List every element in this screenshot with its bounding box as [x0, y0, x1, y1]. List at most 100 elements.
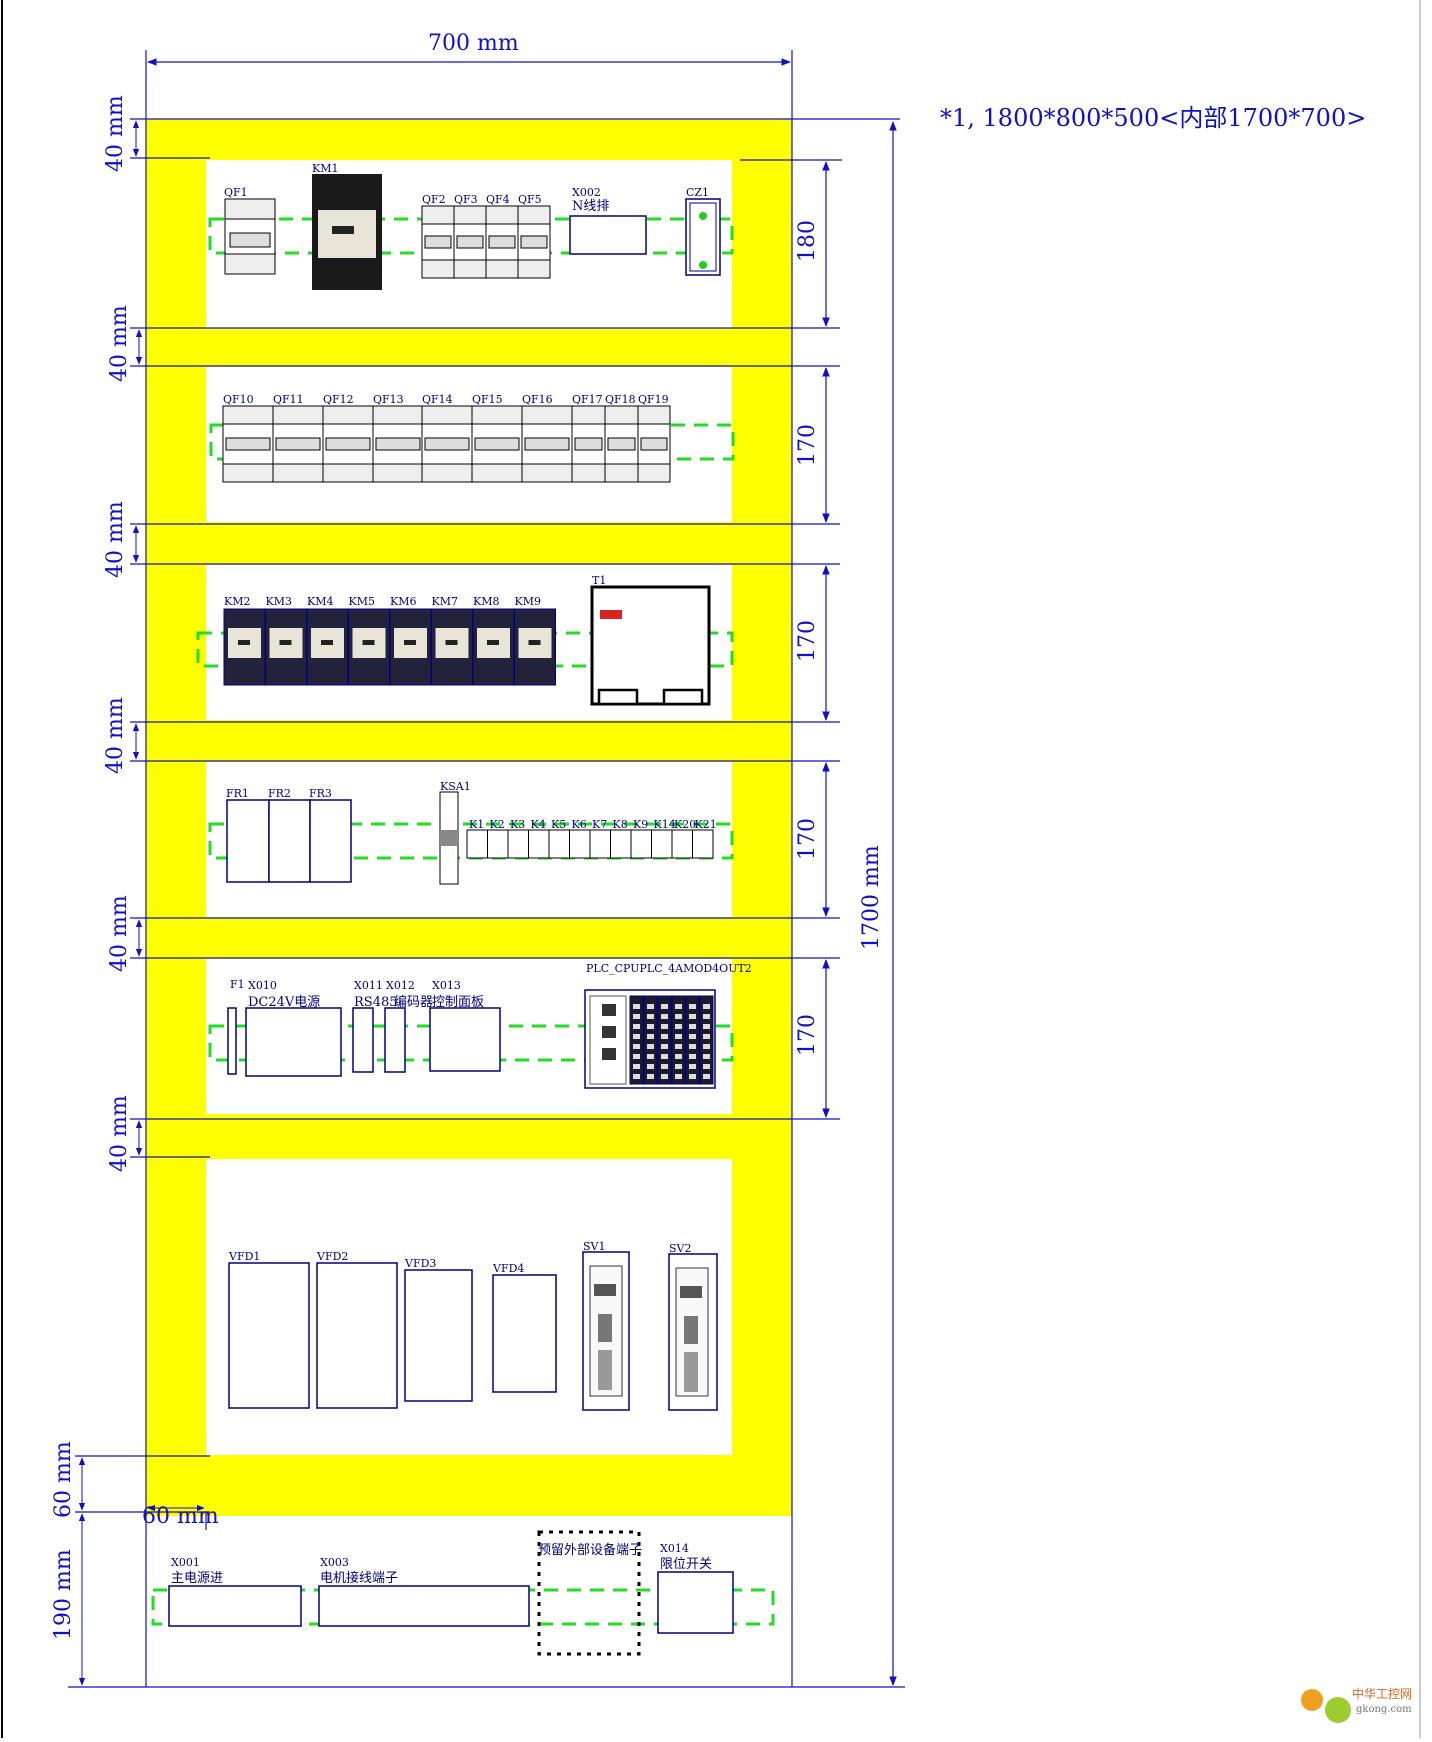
x011-desc: RS485 — [354, 995, 398, 1010]
qf15-label: QF15 — [472, 393, 503, 406]
km3-label: KM3 — [266, 595, 292, 608]
bottom-190-label: 190 mm — [51, 1549, 76, 1640]
ksa1-module — [439, 791, 459, 885]
plc-io-module — [685, 995, 700, 1085]
relay-k4 — [528, 829, 550, 859]
qf1-breaker — [224, 198, 276, 275]
km6-label: KM6 — [390, 595, 416, 608]
top-width-label: 700 mm — [428, 31, 519, 56]
breaker-qf2 — [421, 205, 455, 279]
breaker-qf19 — [637, 405, 671, 483]
breaker-qf11 — [272, 405, 324, 483]
gkong-watermark: 中华工控网 gkong.com — [1301, 1686, 1412, 1723]
qf12-label: QF12 — [323, 393, 354, 406]
k8-label: K8 — [613, 818, 628, 831]
relay-k14 — [651, 829, 673, 859]
relay-k21 — [692, 829, 714, 859]
plc-io-module — [643, 995, 658, 1085]
sv2-servo-drive — [668, 1253, 718, 1411]
breaker-qf18 — [604, 405, 639, 483]
gap-label-3: 40 mm — [103, 501, 128, 578]
row-separators — [68, 50, 905, 1688]
x003-label: X003 — [320, 1556, 349, 1569]
x010-desc: DC24V电源 — [248, 995, 320, 1010]
left-gap-dimensions — [132, 120, 143, 1156]
relay-k6 — [569, 829, 591, 859]
km4-label: KM4 — [307, 595, 333, 608]
qf19-label: QF19 — [638, 393, 669, 406]
row5-height-label: 170 — [795, 1014, 820, 1056]
plc-io-module — [699, 995, 714, 1085]
plc-io-module — [657, 995, 672, 1085]
qf16-label: QF16 — [522, 393, 553, 406]
contactor-km6 — [389, 608, 432, 686]
right-row-dimensions — [740, 159, 842, 1118]
km8-label: KM8 — [473, 595, 499, 608]
relay-k2 — [487, 829, 509, 859]
breaker-qf16 — [521, 405, 573, 483]
vfd4-label: VFD4 — [492, 1262, 524, 1275]
t1-transformer — [590, 585, 711, 706]
qf2-qf5-breakers — [421, 205, 551, 279]
x002-desc: N线排 — [572, 199, 609, 214]
watermark-url: gkong.com — [1356, 1704, 1412, 1715]
breaker-qf13 — [372, 405, 424, 483]
x012-encoder — [384, 1007, 406, 1073]
contactor-km9 — [514, 608, 556, 686]
qf10-label: QF10 — [223, 393, 254, 406]
watermark-name: 中华工控网 — [1352, 1686, 1412, 1701]
x012-label: X012 — [386, 979, 415, 992]
gap-label-6: 40 mm — [107, 1095, 132, 1172]
reserved-terminal-area — [537, 1530, 641, 1656]
km1-label: KM1 — [312, 162, 338, 175]
sv2-label: SV2 — [669, 1242, 691, 1255]
relay-k7 — [589, 829, 611, 859]
breaker-qf15 — [471, 405, 523, 483]
bottom-60-label: 60 mm — [51, 1441, 76, 1518]
plc-io-module — [671, 995, 686, 1085]
reserved-label: 预留外部设备端子 — [538, 1542, 642, 1558]
breaker-qf10 — [222, 405, 274, 483]
vfd-drives — [228, 1262, 557, 1409]
x013-control-panel — [429, 1007, 501, 1072]
x014-desc: 限位开关 — [660, 1557, 712, 1572]
total-height-label: 1700 mm — [859, 845, 884, 950]
relay-terminals — [466, 829, 714, 859]
relay-k20 — [671, 829, 693, 859]
qf3-label: QF3 — [454, 193, 478, 206]
fr1-label: FR1 — [226, 787, 249, 800]
f1-label: F1 — [230, 978, 245, 991]
relay-k9 — [630, 829, 652, 859]
qf4-label: QF4 — [486, 193, 510, 206]
km7-label: KM7 — [432, 595, 458, 608]
fr3-label: FR3 — [309, 787, 332, 800]
x001-main-power-terminal — [168, 1585, 302, 1627]
km2-km9-contactors — [223, 608, 556, 686]
qf13-label: QF13 — [373, 393, 404, 406]
relay-k8 — [610, 829, 632, 859]
x001-desc: 主电源进 — [171, 1571, 223, 1586]
row2-height-label: 170 — [795, 424, 820, 466]
x010-power-supply — [245, 1007, 342, 1077]
k5-label: K5 — [551, 818, 566, 831]
qf17-label: QF17 — [572, 393, 603, 406]
k1-label: K1 — [469, 818, 484, 831]
x003-motor-terminal — [318, 1585, 530, 1627]
x013-label: X013 — [432, 979, 461, 992]
k20-label: K20 — [674, 818, 696, 831]
qf5-label: QF5 — [518, 193, 542, 206]
km1-contactor — [312, 174, 382, 290]
km2-label: KM2 — [224, 595, 250, 608]
ksa1-label: KSA1 — [440, 780, 471, 793]
qf2-label: QF2 — [422, 193, 446, 206]
row3-height-label: 170 — [795, 620, 820, 662]
km9-label: KM9 — [515, 595, 541, 608]
contactor-km5 — [348, 608, 390, 686]
gap-label-2: 40 mm — [107, 305, 132, 382]
x012-desc: 编码器 — [394, 995, 433, 1010]
x001-label: X001 — [171, 1556, 200, 1569]
contactor-km7 — [431, 608, 473, 686]
sv1-servo-drive — [582, 1251, 630, 1411]
k2-label: K2 — [490, 818, 505, 831]
